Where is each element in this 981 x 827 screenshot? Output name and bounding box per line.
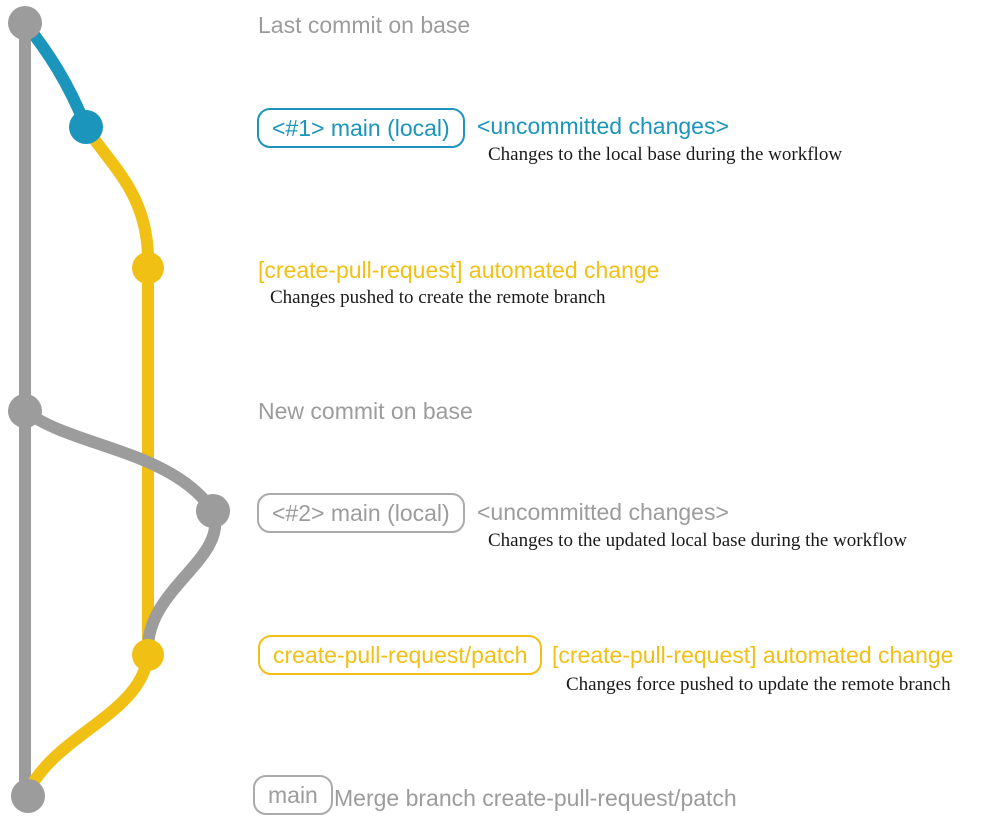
label-automated-change-2: [create-pull-request] automated change bbox=[552, 642, 954, 668]
branch-badge-create-pull-request-patch: create-pull-request/patch bbox=[258, 635, 543, 675]
label-merge-branch: Merge branch create-pull-request/patch bbox=[334, 785, 737, 811]
edge-base-to-main1 bbox=[19, 17, 92, 133]
label-new-commit-on-base: New commit on base bbox=[258, 398, 473, 424]
note-local-base-changes: Changes to the local base during the wor… bbox=[488, 144, 843, 165]
note-force-pushed-update: Changes force pushed to update the remot… bbox=[566, 674, 951, 695]
note-pushed-to-create-branch: Changes pushed to create the remote bran… bbox=[270, 287, 606, 308]
commit-node-last-commit-on-base bbox=[8, 6, 42, 40]
branch-badge-main-local-1: <#1> main (local) bbox=[257, 108, 465, 148]
commit-node-main-local-2 bbox=[196, 494, 230, 528]
commit-node-patch-2 bbox=[132, 639, 164, 671]
commit-node-new-commit-on-base bbox=[8, 394, 42, 428]
status-uncommitted-changes-2: <uncommitted changes> bbox=[477, 499, 729, 525]
commit-node-merge bbox=[11, 779, 45, 813]
edge-patch-to-merge bbox=[22, 649, 154, 798]
commit-node-patch-1 bbox=[132, 252, 164, 284]
edge-main2-to-patch-update bbox=[142, 505, 222, 654]
status-uncommitted-changes-1: <uncommitted changes> bbox=[477, 113, 729, 139]
edge-base-to-main2 bbox=[19, 405, 219, 517]
note-updated-local-base-changes: Changes to the updated local base during… bbox=[488, 530, 907, 551]
label-last-commit-on-base: Last commit on base bbox=[258, 12, 471, 38]
edge-main1-to-patch-branch bbox=[80, 121, 154, 661]
commit-node-main-local-1 bbox=[69, 110, 103, 144]
branch-badge-main: main bbox=[253, 775, 333, 815]
label-automated-change-1: [create-pull-request] automated change bbox=[258, 257, 660, 283]
commit-graph bbox=[8, 6, 230, 813]
branch-badge-main-local-2: <#2> main (local) bbox=[257, 493, 465, 533]
